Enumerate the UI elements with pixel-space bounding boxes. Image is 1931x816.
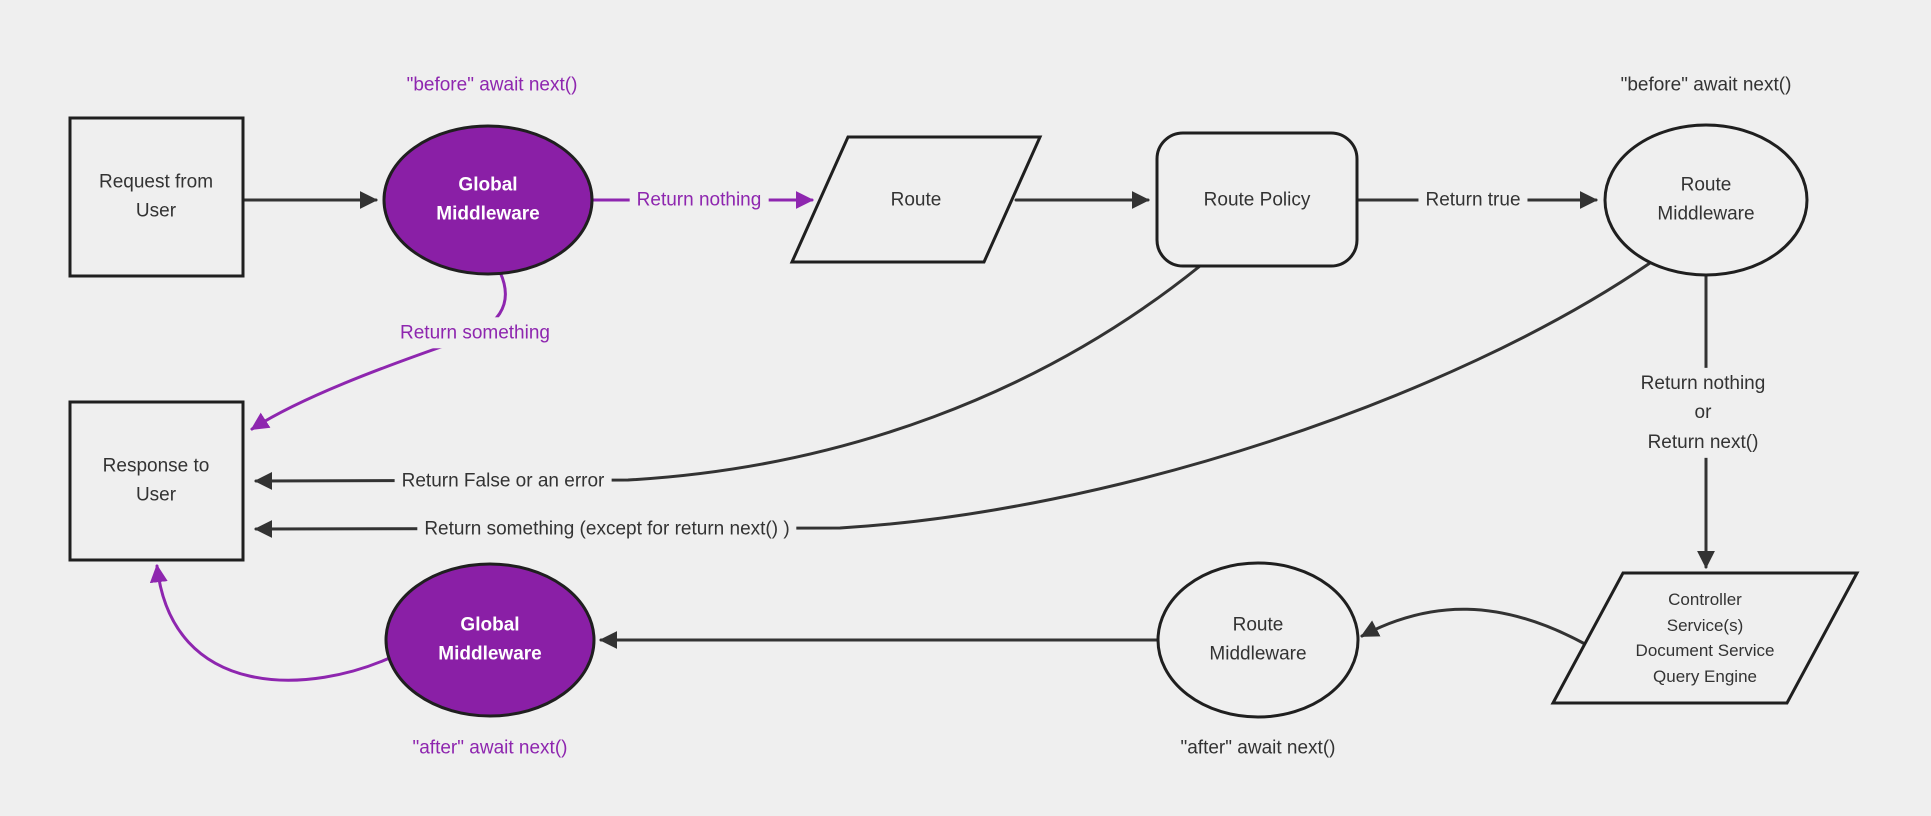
edge-route-middleware-return-something-to-response bbox=[254, 261, 1652, 538]
edge-label-return-true: Return true bbox=[1418, 184, 1528, 216]
edge-route-policy-return-false-to-response bbox=[254, 264, 1202, 490]
edge-label-return-something-except: Return something (except for return next… bbox=[417, 513, 797, 545]
node-global-middleware-after bbox=[384, 562, 596, 718]
edge-label-before-await-next-route: "before" await next() bbox=[1620, 74, 1792, 96]
edge-global-middleware-return-something-to-response bbox=[250, 270, 507, 431]
node-route bbox=[789, 135, 1043, 264]
node-label-response-to-user: Response to User bbox=[102, 455, 210, 506]
node-label-request-from-user: Request from User bbox=[98, 171, 214, 222]
node-label-route-policy: Route Policy bbox=[1203, 189, 1311, 211]
edge-label-return-nothing-or-next: Return nothing or Return next() bbox=[1633, 367, 1773, 459]
edge-label-after-await-next-global: "after" await next() bbox=[412, 737, 568, 759]
node-global-middleware-before bbox=[382, 124, 594, 276]
node-label-route-middleware-before: Route Middleware bbox=[1657, 174, 1755, 225]
node-response-to-user bbox=[68, 400, 245, 562]
edge-label-after-await-next-route: "after" await next() bbox=[1180, 737, 1336, 759]
node-label-controller-services: Controller Service(s) Document Service Q… bbox=[1635, 590, 1775, 686]
edge-label-return-nothing: Return nothing bbox=[629, 184, 769, 216]
edge-global-middleware-after-to-response bbox=[149, 564, 398, 682]
node-request-from-user bbox=[68, 116, 245, 278]
node-label-global-middleware-after: Global Middleware bbox=[438, 614, 542, 665]
node-label-route: Route bbox=[890, 189, 942, 211]
edge-label-return-something: Return something bbox=[393, 317, 557, 349]
node-route-middleware-before bbox=[1603, 123, 1809, 277]
edge-label-return-false-or-error: Return False or an error bbox=[394, 465, 612, 497]
edge-controller-to-route-middleware-after bbox=[1360, 607, 1587, 646]
node-label-global-middleware-before: Global Middleware bbox=[436, 174, 540, 225]
node-controller-services bbox=[1550, 571, 1860, 705]
node-route-middleware-after bbox=[1156, 561, 1360, 719]
node-label-route-middleware-after: Route Middleware bbox=[1209, 614, 1307, 665]
edge-label-before-await-next-global: "before" await next() bbox=[406, 74, 578, 96]
node-route-policy bbox=[1155, 131, 1359, 268]
